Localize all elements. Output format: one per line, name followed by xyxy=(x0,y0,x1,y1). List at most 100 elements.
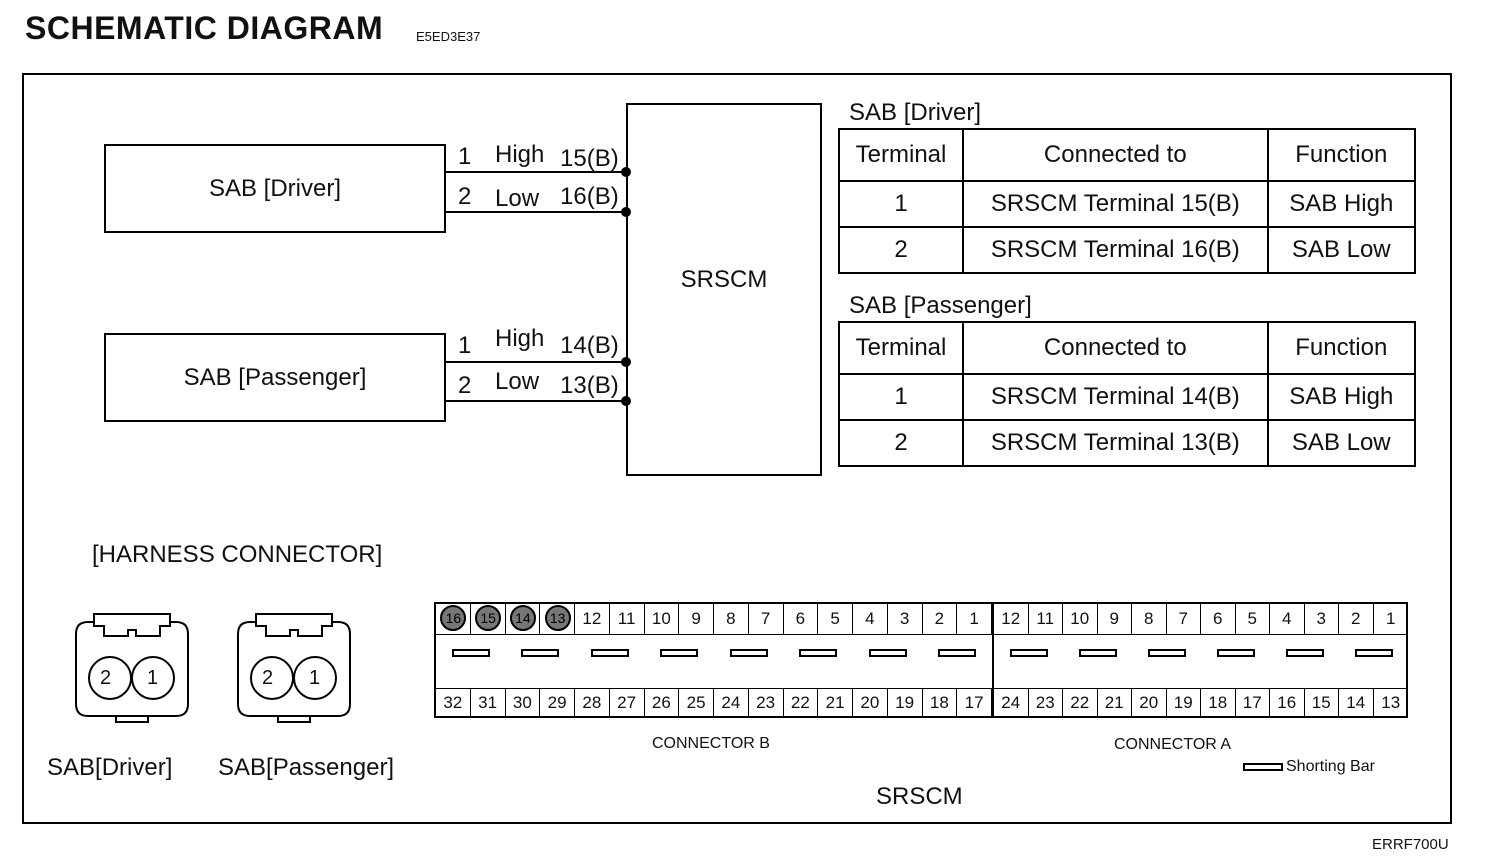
figure-code: ERRF700U xyxy=(1372,836,1449,853)
connector-pin: 25 xyxy=(679,689,714,717)
shorting-bar-legend-icon xyxy=(1243,763,1283,771)
harness-connector-title: [HARNESS CONNECTOR] xyxy=(92,541,383,568)
table-header-cell: Function xyxy=(1266,321,1417,375)
shorting-bar xyxy=(799,649,838,657)
connector-pin: 11 xyxy=(1029,604,1063,634)
wire-driver-low xyxy=(446,211,626,213)
passenger-terminal-table: Terminal Connected to Function 1 SRSCM T… xyxy=(837,321,1417,467)
connector-pin: 21 xyxy=(818,689,853,717)
connector-pin: 4 xyxy=(853,604,888,634)
wire-pin-number: 2 xyxy=(458,183,472,210)
connector-pin: 11 xyxy=(610,604,645,634)
connector-pin: 9 xyxy=(1098,604,1132,634)
connector-pin: 17 xyxy=(957,689,992,717)
table-cell: SRSCM Terminal 16(B) xyxy=(962,226,1269,274)
shorting-bar xyxy=(1009,649,1048,657)
connector-pin: 16 xyxy=(436,604,471,634)
wire-terminal: 16(B) xyxy=(560,183,619,210)
connector-pin: 30 xyxy=(506,689,541,717)
connector-b-label: CONNECTOR B xyxy=(652,735,770,752)
shorting-bar xyxy=(660,649,699,657)
table-header-cell: Terminal xyxy=(837,321,965,375)
connector-divider xyxy=(992,604,994,716)
sab-driver-box: SAB [Driver] xyxy=(104,144,446,233)
connector-pin: 18 xyxy=(1201,689,1236,717)
table-row: 1 SRSCM Terminal 15(B) SAB High xyxy=(837,180,1417,228)
connector-pin: 1 xyxy=(957,604,992,634)
wire-pin-number: 2 xyxy=(458,372,472,399)
connector-pin: 12 xyxy=(994,604,1029,634)
table-row: 2 SRSCM Terminal 13(B) SAB Low xyxy=(837,419,1417,467)
wire-driver-high xyxy=(446,171,626,173)
table-cell: SAB High xyxy=(1266,373,1417,421)
page-title: SCHEMATIC DIAGRAM xyxy=(25,10,384,46)
wire-terminal: 15(B) xyxy=(560,145,619,172)
table-cell: 2 xyxy=(837,226,965,274)
connector-pin: 3 xyxy=(1305,604,1339,634)
wire-signal-name: Low xyxy=(495,185,540,212)
wire-passenger-low xyxy=(446,400,626,402)
connector-pin: 23 xyxy=(1029,689,1063,717)
connector-pin: 26 xyxy=(645,689,680,717)
wire-pin-number: 1 xyxy=(458,332,472,359)
highlighted-pin: 14 xyxy=(509,605,536,631)
junction-dot xyxy=(621,207,631,217)
table-cell: SAB High xyxy=(1266,180,1417,228)
connector-pin: 5 xyxy=(1236,604,1270,634)
sab-passenger-connector-label: SAB[Passenger] xyxy=(218,754,395,781)
shorting-bar xyxy=(1285,649,1324,657)
table-header-cell: Connected to xyxy=(962,321,1269,375)
sab-passenger-box-label: SAB [Passenger] xyxy=(183,363,367,391)
shorting-bar xyxy=(451,649,490,657)
table-cell: SAB Low xyxy=(1266,419,1417,467)
shorting-bar xyxy=(938,649,977,657)
shorting-bar xyxy=(1354,649,1393,657)
connector-pin: 10 xyxy=(1063,604,1098,634)
connector-pin: 31 xyxy=(471,689,506,717)
connector-pin: 15 xyxy=(1305,689,1339,717)
connector-pin: 13 xyxy=(540,604,575,634)
connector-pin: 2 xyxy=(923,604,958,634)
connector-pin: 18 xyxy=(923,689,958,717)
table-cell: SRSCM Terminal 15(B) xyxy=(962,180,1269,228)
connector-pin: 32 xyxy=(436,689,471,717)
wire-signal-name: High xyxy=(495,325,545,352)
connector-pin: 8 xyxy=(1132,604,1167,634)
shorting-bar xyxy=(1216,649,1255,657)
wire-terminal: 14(B) xyxy=(560,332,619,359)
connector-pin: 5 xyxy=(818,604,853,634)
connector-pin: 13 xyxy=(1381,693,1401,712)
sab-driver-plug-icon xyxy=(75,613,189,723)
wire-passenger-high xyxy=(446,361,626,363)
highlighted-pin: 13 xyxy=(544,605,571,631)
connector-pin: 22 xyxy=(1063,689,1098,717)
connector-pin: 29 xyxy=(540,689,575,717)
plug-pin-label: 1 xyxy=(309,667,321,689)
connector-pin: 16 xyxy=(1270,689,1305,717)
connector-pin: 24 xyxy=(714,689,749,717)
wire-signal-name: Low xyxy=(495,368,540,395)
connector-pin: 12 xyxy=(575,604,610,634)
table-header-cell: Function xyxy=(1266,128,1417,182)
shorting-bar xyxy=(1078,649,1117,657)
table-row: 2 SRSCM Terminal 16(B) SAB Low xyxy=(837,226,1417,274)
connector-pin: 24 xyxy=(994,689,1029,717)
junction-dot xyxy=(621,357,631,367)
shorting-bar-legend-label: Shorting Bar xyxy=(1286,758,1375,775)
connector-pin: 6 xyxy=(784,604,819,634)
connector-pin: 17 xyxy=(1236,689,1270,717)
table-header-cell: Terminal xyxy=(837,128,965,182)
junction-dot xyxy=(621,167,631,177)
connector-pin: 7 xyxy=(749,604,784,634)
table-header-row: Terminal Connected to Function xyxy=(837,321,1417,375)
plug-pin-label: 2 xyxy=(100,667,112,689)
plug-pin-label: 1 xyxy=(147,667,159,689)
shorting-bar xyxy=(1147,649,1186,657)
connector-pin: 28 xyxy=(575,689,610,717)
connector-a-label: CONNECTOR A xyxy=(1114,736,1232,753)
junction-dot xyxy=(621,396,631,406)
sab-passenger-plug-icon xyxy=(237,613,351,723)
table-cell: 2 xyxy=(837,419,965,467)
highlighted-pin: 15 xyxy=(475,605,502,631)
